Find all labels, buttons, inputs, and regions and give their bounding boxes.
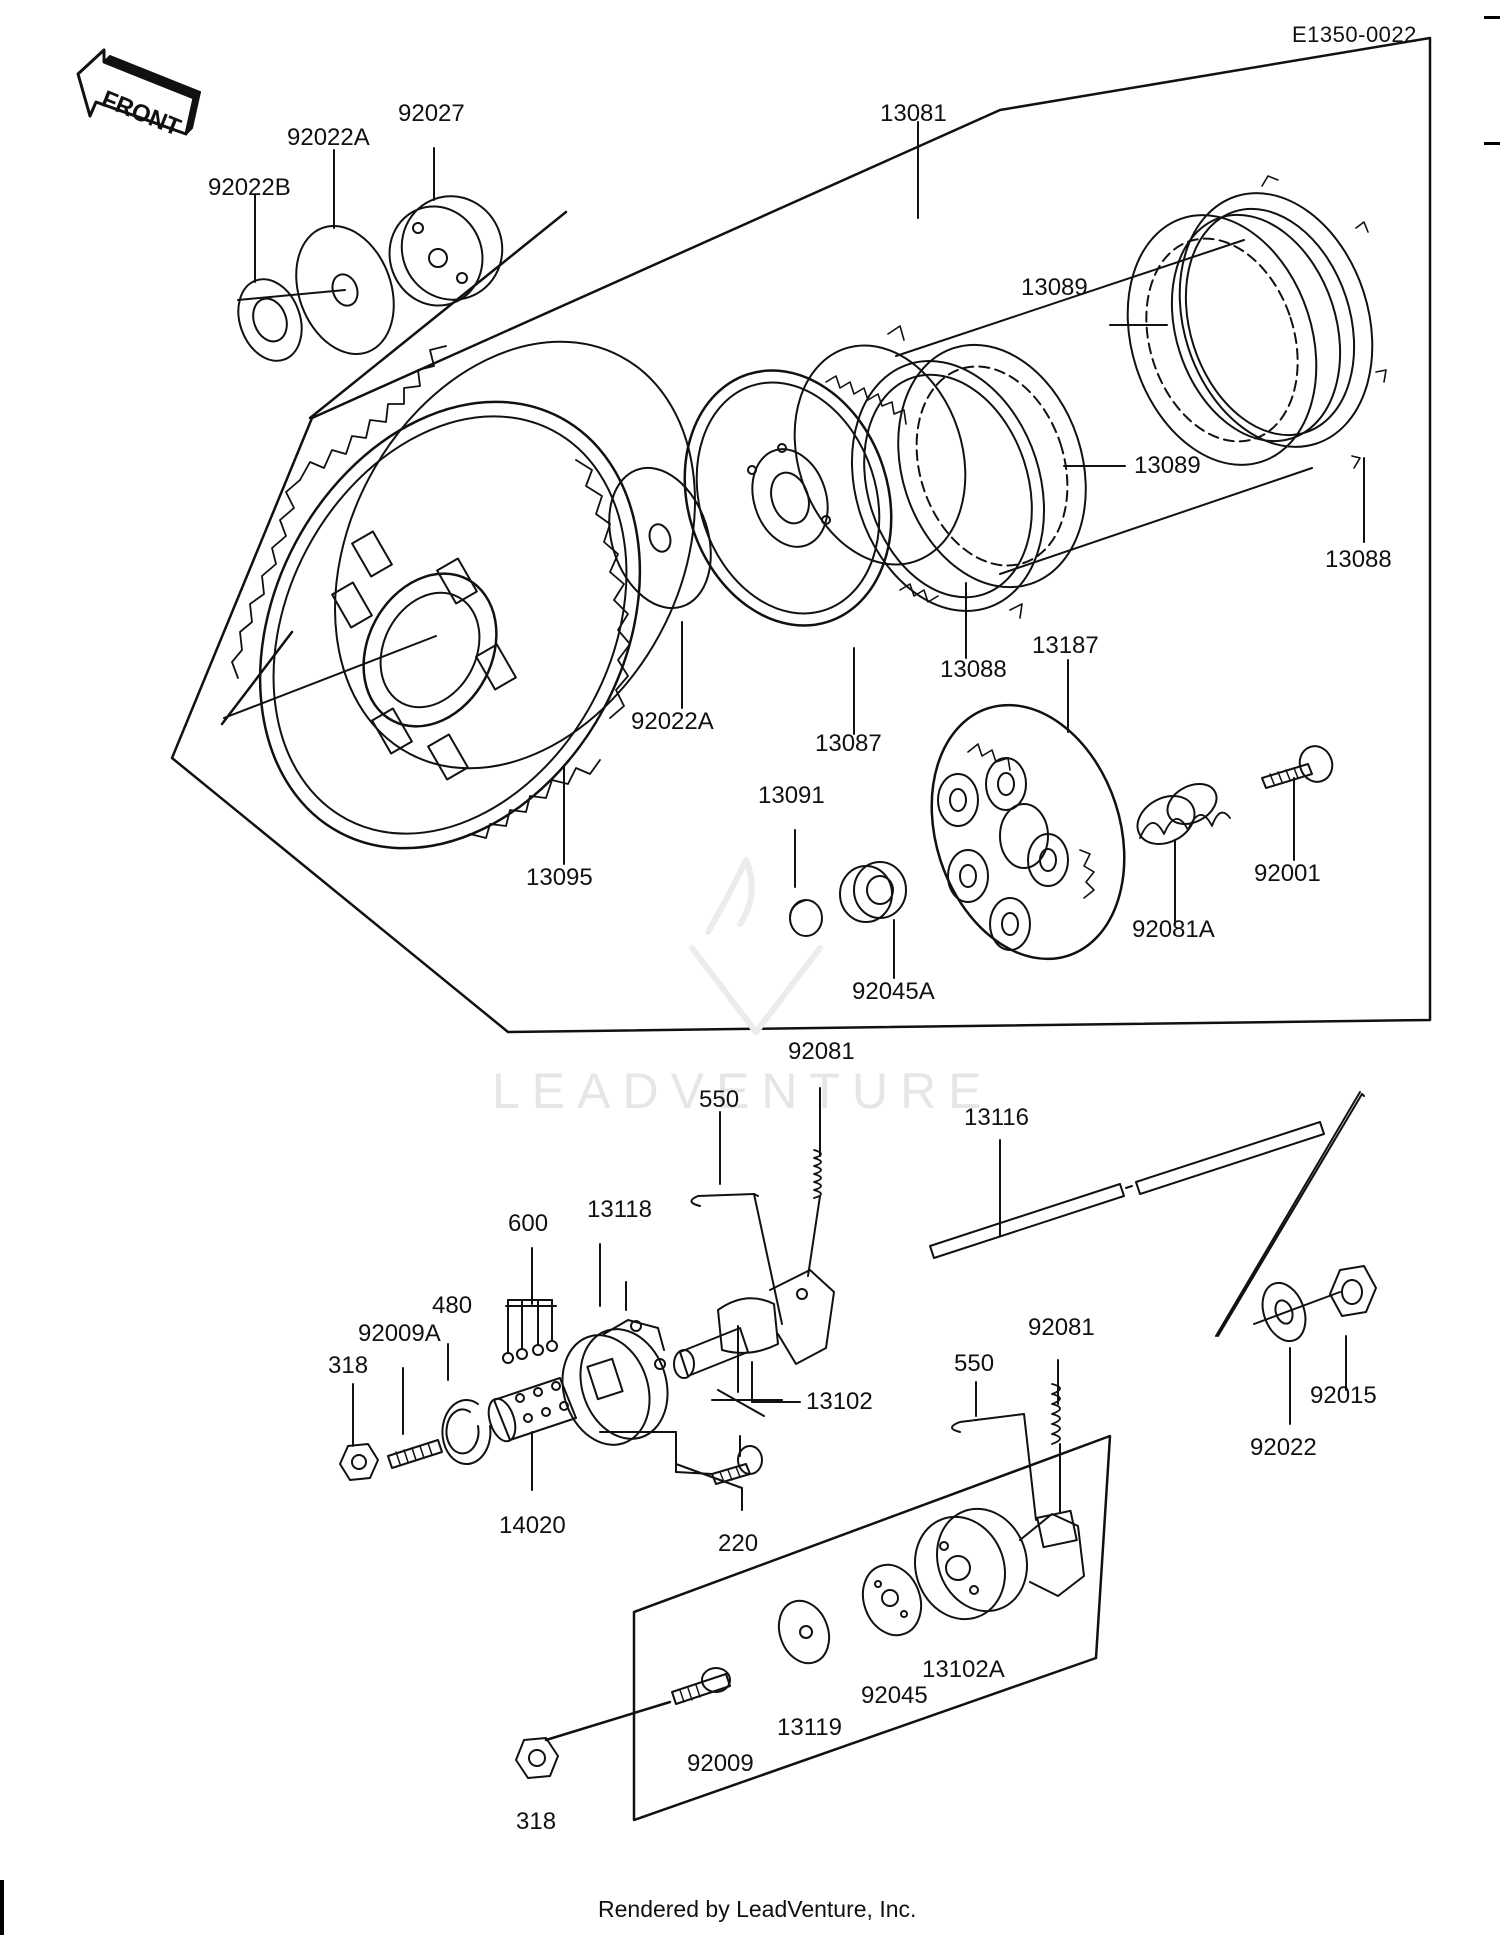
part-92009-stud [671, 1667, 731, 1705]
part-label-92045a[interactable]: 92045A [852, 978, 935, 1005]
part-label-13081[interactable]: 13081 [880, 100, 947, 127]
pressure-plate-bosses [937, 757, 1069, 951]
part-13102a-release-lever [913, 1507, 1085, 1621]
corner-mark-right [1484, 142, 1500, 145]
housing-dampers [331, 530, 517, 781]
part-label-13089-upper[interactable]: 13089 [1021, 274, 1088, 301]
part-label-92022[interactable]: 92022 [1250, 1434, 1317, 1461]
part-600-balls [502, 1299, 558, 1364]
part-13089-friction-plate-mid [897, 343, 1087, 589]
part-220-screw [599, 1431, 763, 1485]
part-label-92027[interactable]: 92027 [398, 100, 465, 127]
footer-credit: Rendered by LeadVenture, Inc. [598, 1896, 917, 1922]
part-13102-release-lever [673, 1269, 835, 1403]
leader-lines-top [254, 121, 1365, 979]
part-label-13102[interactable]: 13102 [806, 1388, 873, 1415]
part-label-480[interactable]: 480 [432, 1292, 473, 1319]
part-14020-ball-retainer [487, 1377, 577, 1443]
stack-guide-top [895, 239, 1245, 357]
part-label-92081-top[interactable]: 92081 [788, 1038, 855, 1065]
part-label-13091[interactable]: 13091 [758, 782, 825, 809]
part-label-13119[interactable]: 13119 [777, 1714, 842, 1741]
watermark-text: LEADVENTURE [492, 1063, 994, 1119]
part-label-13116[interactable]: 13116 [964, 1104, 1029, 1131]
part-label-13088-right[interactable]: 13088 [1325, 546, 1392, 573]
leader-lines-bottom [352, 1087, 1347, 1511]
part-label-92022b[interactable]: 92022B [208, 174, 291, 201]
part-label-13089-lower[interactable]: 13089 [1134, 452, 1201, 479]
part-label-92009[interactable]: 92009 [687, 1750, 754, 1777]
part-label-92081a[interactable]: 92081A [1132, 916, 1215, 943]
part-92022a-mid-washer [608, 466, 712, 610]
part-label-550-low[interactable]: 550 [954, 1350, 995, 1377]
part-480-circlip [441, 1399, 492, 1466]
part-92009a-stud [387, 1439, 443, 1469]
front-arrow-icon: FRONT [76, 48, 201, 142]
nut-washer-frame [1215, 1091, 1365, 1337]
part-92081-spring-low [1051, 1383, 1061, 1513]
part-label-600[interactable]: 600 [508, 1210, 549, 1237]
part-label-13118[interactable]: 13118 [587, 1196, 652, 1223]
part-92045a-bearing [839, 861, 907, 923]
part-13088-steel-plate-mid [850, 325, 1046, 619]
corner-mark-bottom-left [0, 1880, 4, 1935]
part-92022a-washer [237, 225, 395, 355]
part-92081a-spring [1136, 782, 1231, 845]
part-92015-nut [1253, 1265, 1377, 1325]
watermark-logo-icon [689, 857, 823, 1035]
part-13118-holder [561, 1319, 669, 1446]
part-13087-clutch-hub [683, 344, 967, 627]
part-13091-cap [789, 899, 823, 937]
part-318-nut-bottom [515, 1737, 559, 1779]
part-13095-clutch-housing [223, 340, 696, 850]
part-92022b-washer [237, 278, 303, 362]
part-92045-plate [861, 1563, 923, 1637]
part-label-13095[interactable]: 13095 [526, 864, 593, 891]
part-label-92022a-mid[interactable]: 92022A [631, 708, 714, 735]
part-label-14020[interactable]: 14020 [499, 1512, 566, 1539]
lower-assembly-boundary [544, 1434, 1112, 1822]
part-13088-steel-plate-right [1170, 175, 1387, 469]
part-label-92045[interactable]: 92045 [861, 1682, 928, 1709]
part-label-318-left[interactable]: 318 [328, 1352, 369, 1379]
clutch-assembly-boundary [170, 36, 1432, 1034]
part-label-92001[interactable]: 92001 [1254, 860, 1321, 887]
part-label-92081-low[interactable]: 92081 [1028, 1314, 1095, 1341]
part-label-13088-mid[interactable]: 13088 [940, 656, 1007, 683]
part-label-92015[interactable]: 92015 [1310, 1382, 1377, 1409]
part-label-92009a[interactable]: 92009A [358, 1320, 441, 1347]
part-92081-spring-top [807, 1149, 822, 1277]
part-13116-push-rod [929, 1121, 1325, 1259]
part-550-cotter-pin-low [951, 1413, 1037, 1521]
diagram-id: E1350-0022 [1292, 22, 1417, 47]
part-13187-pressure-plate [930, 703, 1126, 961]
part-92027-collar [388, 195, 504, 307]
part-92001-bolt [1261, 745, 1334, 789]
part-label-318-bottom[interactable]: 318 [516, 1808, 557, 1835]
corner-mark-top-right [1484, 16, 1500, 19]
stack-guide-bottom [999, 467, 1313, 575]
part-550-cotter-pin-top [690, 1193, 783, 1325]
part-label-550-top[interactable]: 550 [699, 1086, 740, 1113]
part-label-92022a-top[interactable]: 92022A [287, 124, 370, 151]
part-label-13102a[interactable]: 13102A [922, 1656, 1005, 1683]
part-label-220[interactable]: 220 [718, 1530, 759, 1557]
part-318-nut-left [339, 1443, 379, 1481]
part-label-13087[interactable]: 13087 [815, 730, 882, 757]
part-13119-cam [777, 1599, 831, 1665]
part-label-13187[interactable]: 13187 [1032, 632, 1099, 659]
